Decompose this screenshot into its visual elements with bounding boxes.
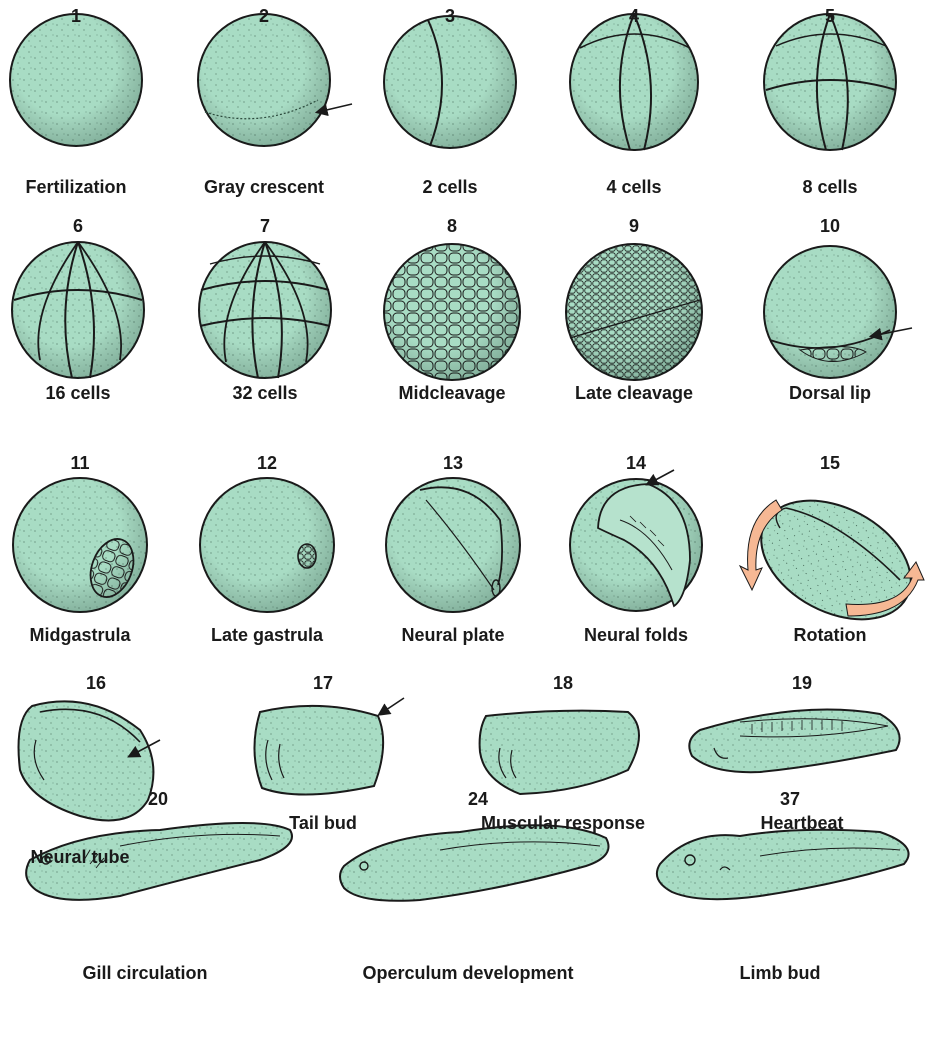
stage-number: 13 <box>443 453 463 473</box>
stage-name: 2 cells <box>422 177 477 197</box>
stage-name: Fertilization <box>25 177 126 197</box>
stage-number: 2 <box>259 6 269 26</box>
stage-number: 15 <box>820 453 840 473</box>
stage-number: 1 <box>71 6 81 26</box>
stage-number: 37 <box>780 789 800 809</box>
stage-name: Midcleavage <box>398 383 505 403</box>
stage-24-operculum-development <box>340 825 609 901</box>
stage-number: 12 <box>257 453 277 473</box>
stage-name: Muscular response <box>481 813 645 833</box>
stage-2-gray-crescent <box>198 14 352 146</box>
stage-18-muscular-response <box>480 711 639 794</box>
stage-number: 6 <box>73 216 83 236</box>
stage-number: 20 <box>148 789 168 809</box>
stage-10-dorsal-lip <box>764 246 912 378</box>
stage-6-16-cells <box>12 242 144 378</box>
stage-11-midgastrula <box>13 478 147 612</box>
stage-number: 9 <box>629 216 639 236</box>
stage-8-midcleavage <box>384 244 520 380</box>
stage-19-heartbeat <box>689 710 899 773</box>
stage-9-late-cleavage <box>566 244 702 380</box>
stage-number: 8 <box>447 216 457 236</box>
stage-number: 18 <box>553 673 573 693</box>
stage-number: 7 <box>260 216 270 236</box>
stage-name: Late gastrula <box>211 625 324 645</box>
stage-name: Midgastrula <box>29 625 131 645</box>
stage-1-fertilization <box>10 14 142 146</box>
stage-3-2-cells <box>384 16 516 148</box>
stage-name: 4 cells <box>606 177 661 197</box>
stage-37-limb-bud <box>657 830 909 899</box>
stage-name: Neural folds <box>584 625 688 645</box>
stage-name: Gray crescent <box>204 177 324 197</box>
stage-number: 14 <box>626 453 646 473</box>
stage-name: Late cleavage <box>575 383 693 403</box>
stage-number: 4 <box>629 6 639 26</box>
stage-4-4-cells <box>570 14 698 150</box>
stage-name: Limb bud <box>740 963 821 983</box>
stage-number: 5 <box>825 6 835 26</box>
stage-number: 10 <box>820 216 840 236</box>
stage-name: Rotation <box>794 625 867 645</box>
stage-number: 19 <box>792 673 812 693</box>
stage-name: Heartbeat <box>760 813 843 833</box>
stage-number: 24 <box>468 789 488 809</box>
stage-name: Neural plate <box>401 625 504 645</box>
stage-number: 3 <box>445 6 455 26</box>
stage-name: 16 cells <box>45 383 110 403</box>
stage-5-8-cells <box>764 14 896 150</box>
stage-name: Tail bud <box>289 813 357 833</box>
stage-name: 8 cells <box>802 177 857 197</box>
yolk-plug <box>298 544 316 568</box>
stage-name: Operculum development <box>362 963 573 983</box>
stage-12-late-gastrula <box>200 478 334 612</box>
stage-number: 11 <box>70 453 89 473</box>
stage-number: 17 <box>313 673 333 693</box>
stage-14-neural-folds <box>570 470 702 611</box>
pointer-arrow <box>648 470 674 484</box>
stage-name: Dorsal lip <box>789 383 871 403</box>
stage-name: 32 cells <box>232 383 297 403</box>
pointer-arrow <box>380 698 404 714</box>
stage-13-neural-plate <box>386 478 520 612</box>
stage-name: Neural tube <box>30 847 129 867</box>
stage-name: Gill circulation <box>82 963 207 983</box>
stage-17-tail-bud <box>254 698 404 795</box>
stage-number: 16 <box>86 673 106 693</box>
stage-16-neural-tube <box>19 701 161 820</box>
stage-7-32-cells <box>199 242 331 378</box>
stage-15-rotation <box>740 477 931 644</box>
